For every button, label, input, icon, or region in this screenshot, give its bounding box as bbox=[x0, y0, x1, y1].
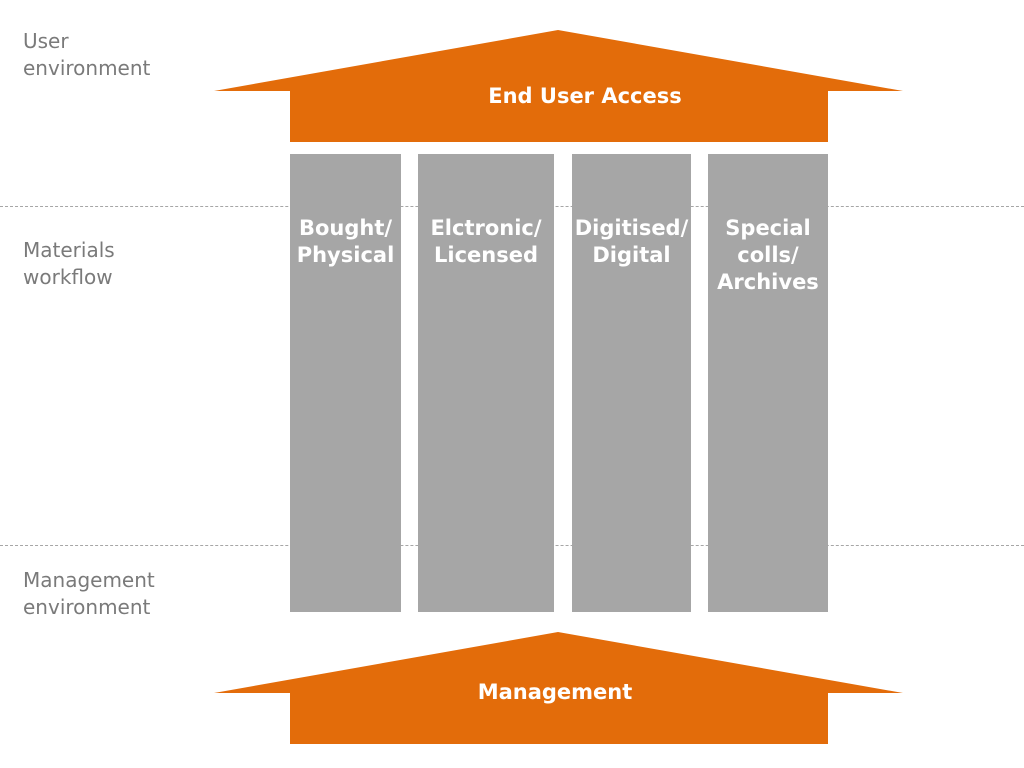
pillar-special-collections: Special colls/ Archives bbox=[708, 154, 828, 612]
user-environment-label: User environment bbox=[23, 29, 151, 80]
pillar-label: Bought/ Physical bbox=[296, 216, 395, 267]
management-environment-label: Management environment bbox=[23, 568, 155, 619]
management-title: Management bbox=[477, 680, 633, 704]
pillar-digitised-digital: Digitised/ Digital bbox=[572, 154, 691, 612]
pillar-electronic-licensed: Elctronic/ Licensed bbox=[418, 154, 554, 612]
end-user-access-title: End User Access bbox=[488, 84, 682, 108]
pillar-label: Digitised/ Digital bbox=[574, 216, 689, 267]
management-arrow bbox=[214, 632, 903, 744]
pillar-bought-physical: Bought/ Physical bbox=[290, 154, 401, 612]
pillar-label: Elctronic/ Licensed bbox=[430, 216, 542, 267]
end-user-access-arrow bbox=[214, 30, 903, 142]
pillar-label: Special colls/ Archives bbox=[717, 216, 819, 294]
materials-workflow-label: Materials workflow bbox=[23, 238, 115, 289]
